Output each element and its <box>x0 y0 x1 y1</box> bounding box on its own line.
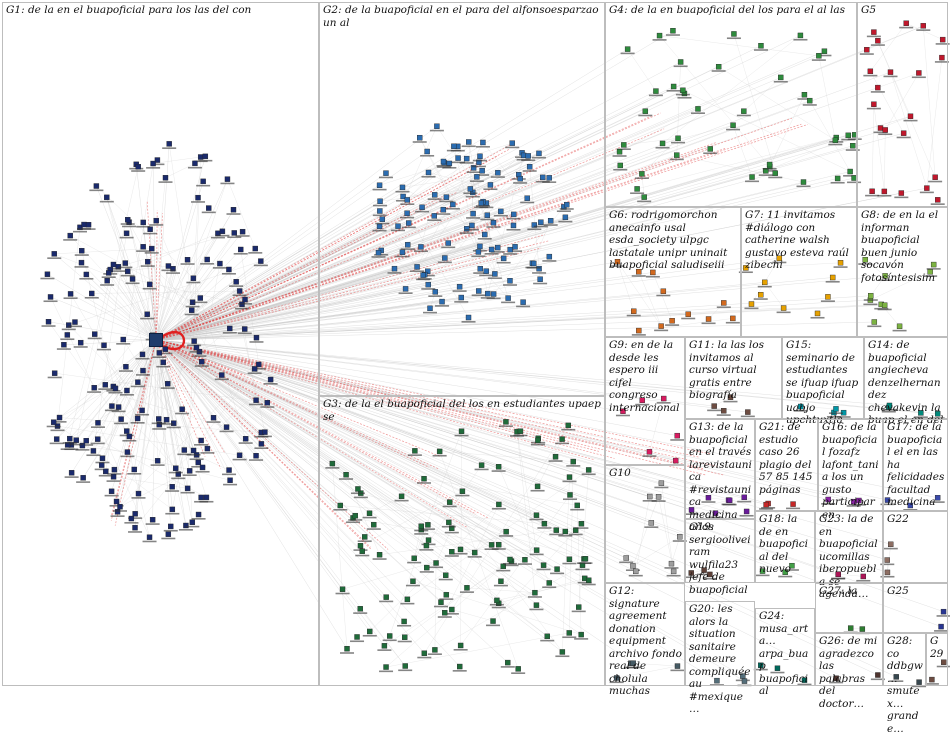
group-box-g3: G3: de la el buapoficial del los en estu… <box>319 396 605 686</box>
group-label-g17: G17: de la buapoficial el en las ha feli… <box>887 421 945 509</box>
group-label-g4: G4: de la en buapoficial del los para el… <box>609 4 854 17</box>
group-label-g11: G11: la las los invitamos al curso virtu… <box>689 339 779 402</box>
group-box-g17: G17: de la buapoficial el en las ha feli… <box>883 419 948 511</box>
group-box-g13: G13: de la buapoficial en el través lare… <box>685 419 755 519</box>
group-label-g26: G26: de mi agradezco las palabras del do… <box>819 635 880 710</box>
group-label-g29: G29 <box>930 635 945 660</box>
group-label-g20: G20: les alors la situation sanitaire de… <box>689 603 752 716</box>
group-box-g5: G5 <box>857 2 948 207</box>
group-box-g27: G27: la <box>815 583 883 633</box>
group-label-g19: G19: sergiooliveiram wulfila23 jefe de b… <box>689 521 752 596</box>
group-box-g25: G25 <box>883 583 948 633</box>
group-box-g21: G21: de estudio caso 26 plagio del 57 85… <box>755 419 818 511</box>
group-box-g20: G20: les alors la situation sanitaire de… <box>685 601 755 686</box>
group-box-g11: G11: la las los invitamos al curso virtu… <box>685 337 782 419</box>
group-box-g16: G16: de la buapoficial fozafz lafont_tan… <box>818 419 883 511</box>
group-label-g27: G27: la <box>819 585 880 598</box>
group-label-g1: G1: de la en el buapoficial para los las… <box>6 4 316 17</box>
group-label-g18: G18: la de en buapoficial del nuevo <box>759 513 812 576</box>
group-label-g5: G5 <box>861 4 945 17</box>
group-label-g15: G15: seminario de estudiantes se ifuap i… <box>786 339 861 427</box>
group-box-g24: G24: musa_arta… arpa_buap buapoficial <box>755 608 815 686</box>
group-box-g7: G7: 11 invitamos #diálogo con catherine … <box>741 207 857 337</box>
group-label-g10: G10 <box>609 467 682 480</box>
group-label-g25: G25 <box>887 585 945 598</box>
group-box-g6: G6: rodrigomorchon anecainfo usal esda_s… <box>605 207 741 337</box>
group-box-g9: G9: en de la desde les espero iii cifel … <box>605 337 685 465</box>
group-label-g21: G21: de estudio caso 26 plagio del 57 85… <box>759 421 815 496</box>
group-box-g12: G12: signature agreement donation equipm… <box>605 583 685 686</box>
group-box-g18: G18: la de en buapoficial del nuevo <box>755 511 815 583</box>
group-box-g29: G29 <box>926 633 948 686</box>
group-box-g19: G19: sergiooliveiram wulfila23 jefe de b… <box>685 519 755 583</box>
group-label-g7: G7: 11 invitamos #diálogo con catherine … <box>745 209 854 272</box>
group-label-g24: G24: musa_arta… arpa_buap buapoficial <box>759 610 812 698</box>
group-label-g9: G9: en de la desde les espero iii cifel … <box>609 339 682 414</box>
group-label-g3: G3: de la el buapoficial del los en estu… <box>323 398 602 423</box>
group-box-g26: G26: de mi agradezco las palabras del do… <box>815 633 883 686</box>
group-label-g8: G8: de en la el informan buapoficial bue… <box>861 209 945 284</box>
group-label-g12: G12: signature agreement donation equipm… <box>609 585 682 698</box>
group-label-g28: G28: co ddbgw… smutex… grande… <box>887 635 923 735</box>
group-box-g28: G28: co ddbgw… smutex… grande… <box>883 633 926 686</box>
group-box-g22: G22 <box>883 511 948 583</box>
group-box-g8: G8: de en la el informan buapoficial bue… <box>857 207 948 337</box>
network-graph: G1: de la en el buapoficial para los las… <box>0 0 950 688</box>
group-box-g23: G23: la de en buapoficial ucomillas iber… <box>815 511 883 583</box>
group-label-g6: G6: rodrigomorchon anecainfo usal esda_s… <box>609 209 738 272</box>
group-label-g13: G13: de la buapoficial en el través lare… <box>689 421 752 534</box>
group-box-g4: G4: de la en buapoficial del los para el… <box>605 2 857 207</box>
hub-node-buapoficial[interactable] <box>149 333 163 347</box>
group-label-g2: G2: de la buapoficial en el para del alf… <box>323 4 602 29</box>
group-label-g16: G16: de la buapoficial fozafz lafont_tan… <box>822 421 880 521</box>
group-box-g2: G2: de la buapoficial en el para del alf… <box>319 2 605 396</box>
group-label-g14: G14: de buapoficial angiecheva denzelher… <box>868 339 945 427</box>
group-box-g10: G10 <box>605 465 685 583</box>
group-box-g15: G15: seminario de estudiantes se ifuap i… <box>782 337 864 419</box>
group-box-g14: G14: de buapoficial angiecheva denzelher… <box>864 337 948 419</box>
group-label-g22: G22 <box>887 513 945 526</box>
